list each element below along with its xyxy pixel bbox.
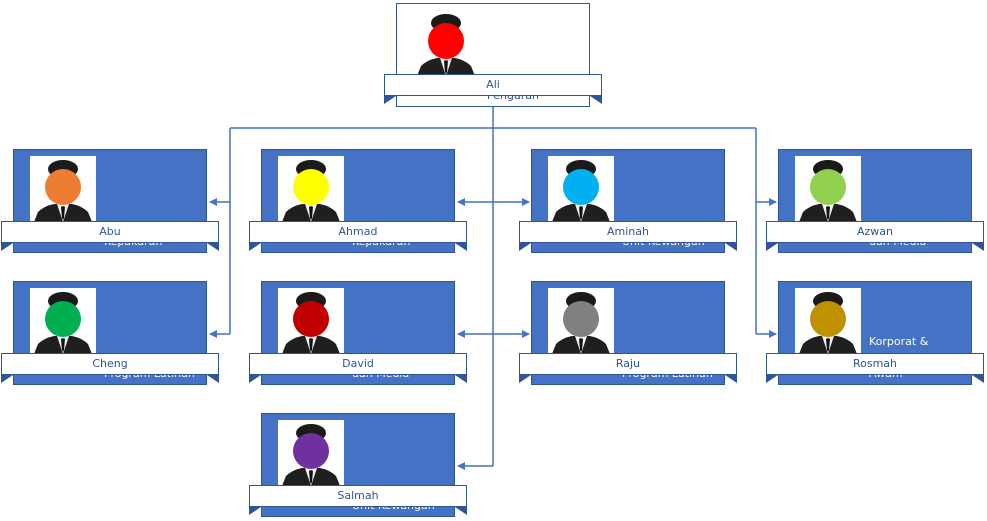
person-silhouette-icon	[795, 288, 861, 354]
name-label: Cheng	[1, 353, 219, 383]
name-label: Salmah	[249, 485, 467, 515]
person-photo	[548, 288, 614, 354]
person-silhouette-icon	[30, 288, 96, 354]
name-label: Ali	[384, 74, 602, 104]
person-silhouette-icon	[278, 420, 344, 486]
name-label: Raju	[519, 353, 737, 383]
name-label: Aminah	[519, 221, 737, 251]
name-label: Azwan	[766, 221, 984, 251]
person-photo	[795, 156, 861, 222]
person-silhouette-icon	[278, 288, 344, 354]
name-label: Ahmad	[249, 221, 467, 251]
name-label: David	[249, 353, 467, 383]
person-silhouette-icon	[30, 156, 96, 222]
person-photo	[30, 156, 96, 222]
person-photo	[413, 10, 479, 76]
person-silhouette-icon	[278, 156, 344, 222]
card-box: Korporat & Perhubungan Awam	[778, 281, 972, 385]
person-photo	[278, 288, 344, 354]
person-silhouette-icon	[795, 156, 861, 222]
person-photo	[278, 156, 344, 222]
person-silhouette-icon	[413, 10, 479, 76]
person-photo	[278, 420, 344, 486]
person-silhouette-icon	[548, 156, 614, 222]
person-photo	[30, 288, 96, 354]
person-silhouette-icon	[548, 288, 614, 354]
name-label: Abu	[1, 221, 219, 251]
name-label: Rosmah	[766, 353, 984, 383]
person-photo	[795, 288, 861, 354]
person-photo	[548, 156, 614, 222]
